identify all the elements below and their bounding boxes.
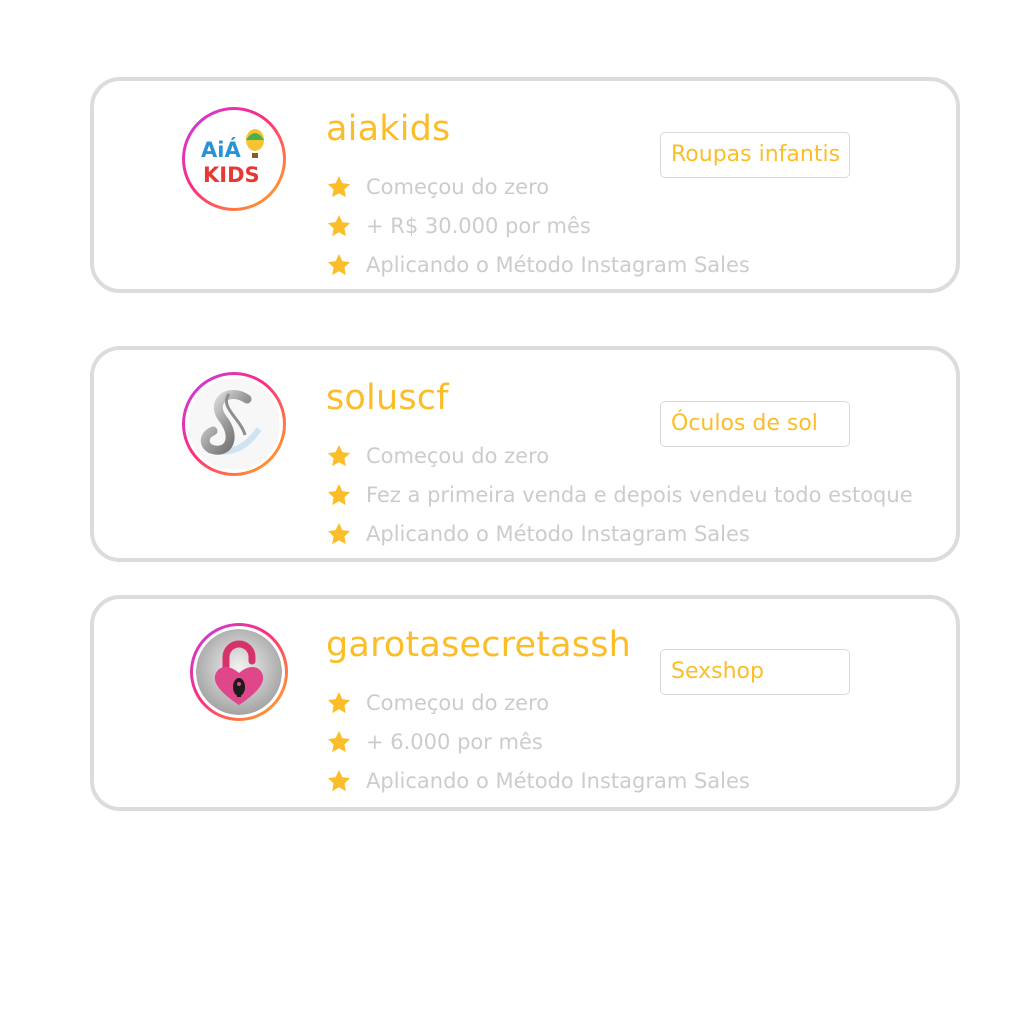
heart-lock-icon: [196, 629, 282, 715]
star-icon: [327, 691, 351, 713]
testimonial-card-garotasecretassh: garotasecretassh Sexshop Começou do zero…: [90, 595, 960, 811]
feature-text: Começou do zero: [366, 690, 550, 715]
username[interactable]: aiakids: [326, 109, 451, 149]
soluscf-logo-icon: [189, 379, 279, 469]
feature-item: Aplicando o Método Instagram Sales: [326, 514, 913, 553]
category-tag: Sexshop: [660, 649, 850, 695]
svg-text:KIDS: KIDS: [203, 163, 260, 187]
feature-item: Aplicando o Método Instagram Sales: [326, 245, 750, 284]
aiakids-logo-icon: AiÁ KIDS: [201, 129, 264, 187]
feature-text: Aplicando o Método Instagram Sales: [366, 521, 750, 546]
star-icon: [327, 522, 351, 544]
feature-list: Começou do zero Fez a primeira venda e d…: [326, 436, 913, 553]
feature-text: Começou do zero: [366, 174, 550, 199]
testimonial-card-soluscf: soluscf Óculos de sol Começou do zero Fe…: [90, 346, 960, 562]
category-tag: Óculos de sol: [660, 401, 850, 447]
star-icon: [327, 730, 351, 752]
feature-item: Fez a primeira venda e depois vendeu tod…: [326, 475, 913, 514]
feature-text: Aplicando o Método Instagram Sales: [366, 252, 750, 277]
feature-item: + 6.000 por mês: [326, 722, 750, 761]
avatar[interactable]: [182, 372, 286, 476]
avatar[interactable]: AiÁ KIDS: [182, 107, 286, 211]
svg-text:AiÁ: AiÁ: [201, 137, 241, 162]
star-icon: [327, 483, 351, 505]
feature-item: Começou do zero: [326, 683, 750, 722]
feature-list: Começou do zero + 6.000 por mês Aplicand…: [326, 683, 750, 800]
username[interactable]: soluscf: [326, 378, 449, 418]
star-icon: [327, 175, 351, 197]
avatar[interactable]: [190, 623, 288, 721]
feature-text: + R$ 30.000 por mês: [366, 213, 591, 238]
star-icon: [327, 769, 351, 791]
star-icon: [327, 253, 351, 275]
category-tag: Roupas infantis: [660, 132, 850, 178]
feature-text: + 6.000 por mês: [366, 729, 543, 754]
star-icon: [327, 214, 351, 236]
feature-text: Começou do zero: [366, 443, 550, 468]
feature-list: Começou do zero + R$ 30.000 por mês Apli…: [326, 167, 750, 284]
feature-text: Fez a primeira venda e depois vendeu tod…: [366, 482, 913, 507]
username[interactable]: garotasecretassh: [326, 625, 632, 665]
testimonial-card-aiakids: AiÁ KIDS aiakids Roupas infantis Começou…: [90, 77, 960, 293]
feature-item: Começou do zero: [326, 167, 750, 206]
feature-text: Aplicando o Método Instagram Sales: [366, 768, 750, 793]
feature-item: + R$ 30.000 por mês: [326, 206, 750, 245]
feature-item: Aplicando o Método Instagram Sales: [326, 761, 750, 800]
star-icon: [327, 444, 351, 466]
feature-item: Começou do zero: [326, 436, 913, 475]
